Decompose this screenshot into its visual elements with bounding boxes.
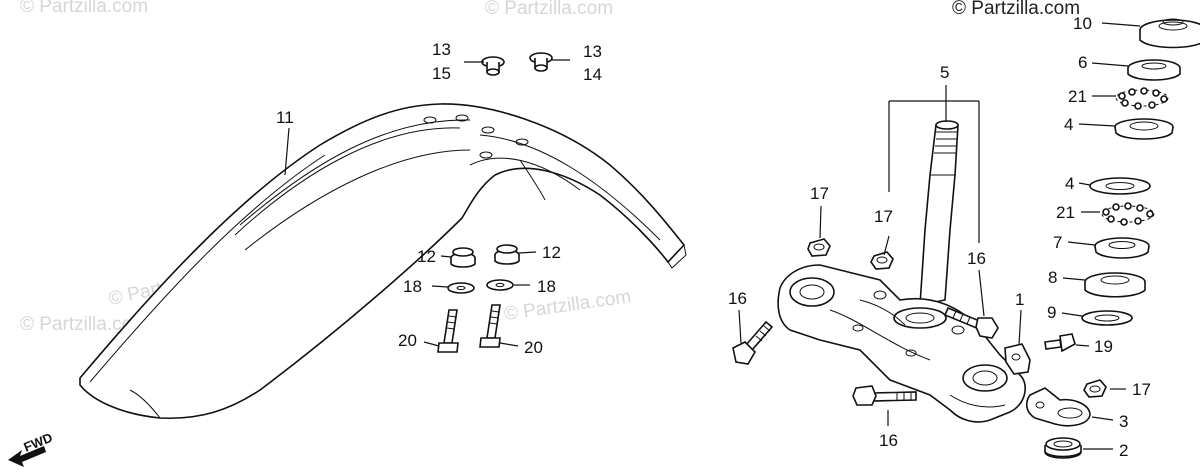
callout-grommet-right: 12: [542, 243, 561, 262]
callout-grommet-bottom: 2: [1119, 441, 1128, 460]
dust-seal-8: [1084, 272, 1146, 298]
callout-cap-right-top: 13: [583, 42, 602, 61]
callout-bolt-left: 20: [398, 331, 417, 350]
adjusting-nut-10: [1139, 18, 1200, 49]
bottom-bridge: [777, 264, 1026, 423]
callout-nut-left: 17: [810, 184, 829, 203]
race-7: [1094, 237, 1150, 259]
callout-stack-4a: 4: [1064, 115, 1073, 134]
callout-stem: 5: [940, 63, 949, 82]
leader-lines: [284, 22, 1141, 450]
callout-bolt-right: 20: [524, 338, 543, 357]
callout-labels: 11 13 15 13 14 12 12 18 18 20 20 5 17 17…: [276, 14, 1151, 460]
watermark: © Partzilla.com: [485, 0, 613, 19]
callout-nut-right: 17: [1132, 380, 1151, 399]
callout-nut-center: 17: [874, 207, 893, 226]
clamp: [1025, 387, 1091, 427]
cap-nut-left: [481, 56, 505, 76]
callout-stack-21b: 21: [1056, 203, 1075, 222]
callout-cap-left-top: 13: [432, 40, 451, 59]
callout-stack-8: 8: [1048, 268, 1057, 287]
watermark: © Partzilla.com: [952, 0, 1080, 19]
callout-stack-21a: 21: [1068, 87, 1087, 106]
callout-cap-left-bottom: 15: [432, 64, 451, 83]
callout-stack-19: 19: [1094, 337, 1113, 356]
front-fender: [79, 103, 687, 420]
bottom-grommet: [1044, 437, 1082, 459]
grommet-right: [494, 244, 520, 265]
watermark: © Partzilla.com: [20, 0, 148, 17]
nut-center: [870, 251, 894, 270]
washer-right: [486, 279, 514, 291]
bolt-stem-bottom: [852, 385, 917, 406]
washer-9: [1081, 310, 1133, 326]
callout-bracket: 1: [1015, 290, 1024, 309]
callout-cap-right-bottom: 14: [583, 65, 602, 84]
callout-stack-9: 9: [1047, 303, 1056, 322]
bolt-stem-right: [943, 306, 999, 339]
callout-bolt-stem-bottom: 16: [879, 431, 898, 450]
callout-washer-left: 18: [403, 277, 422, 296]
race-4b: [1089, 177, 1151, 195]
nut-left: [807, 238, 831, 257]
callout-clamp: 3: [1119, 412, 1128, 431]
callout-fender: 11: [276, 108, 294, 127]
callout-stack-4b: 4: [1065, 174, 1074, 193]
bolt-stem-left: [732, 320, 774, 365]
callout-bolt-stem-right: 16: [967, 249, 986, 268]
ball-race-21b: [1101, 202, 1155, 226]
callout-grommet-left: 12: [417, 247, 436, 266]
watermark: © Partzilla.com: [503, 286, 633, 325]
bolt-19: [1044, 333, 1076, 353]
bracket: [1004, 343, 1031, 375]
callout-washer-right: 18: [537, 277, 556, 296]
callout-stack-7: 7: [1053, 233, 1062, 252]
callout-stack-6: 6: [1078, 53, 1087, 72]
ball-race-21a: [1115, 87, 1169, 110]
dust-seal-6: [1127, 59, 1181, 81]
grommet-left: [450, 247, 476, 268]
callout-bolt-stem-left: 16: [728, 289, 747, 308]
fwd-arrow: FWD: [8, 430, 55, 467]
race-4a: [1114, 118, 1174, 140]
steering-stem: [919, 120, 959, 306]
bolt-left: [437, 309, 459, 353]
nut-right: [1083, 379, 1107, 398]
watermark: © Partzilla.com: [20, 314, 148, 335]
washer-left: [447, 282, 475, 294]
bolt-right: [479, 304, 501, 348]
cap-nut-right: [529, 52, 553, 72]
callout-stack-10: 10: [1073, 14, 1092, 33]
